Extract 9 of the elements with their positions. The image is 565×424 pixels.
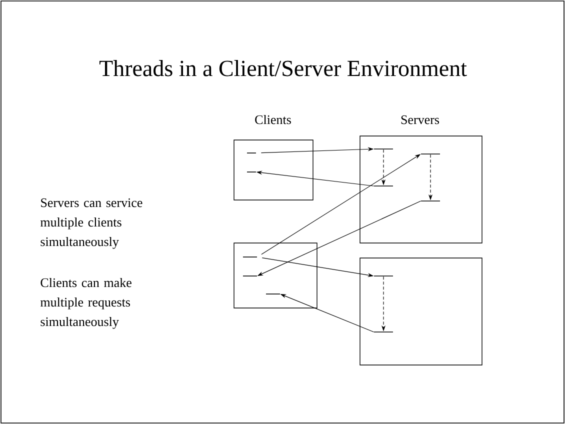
- thread-box: [234, 242, 318, 308]
- thread-box: [360, 258, 482, 366]
- title: Threads in a Client/Server Environment: [99, 60, 467, 76]
- column-heading: Clients: [255, 114, 291, 124]
- column-heading: Servers: [401, 115, 440, 124]
- thread-box: [360, 136, 482, 244]
- note: Clients can make multiple requests simultaneously: [40, 278, 132, 329]
- note: Servers can service multiple clients simultaneously: [40, 198, 142, 249]
- thread-box: [234, 140, 314, 200]
